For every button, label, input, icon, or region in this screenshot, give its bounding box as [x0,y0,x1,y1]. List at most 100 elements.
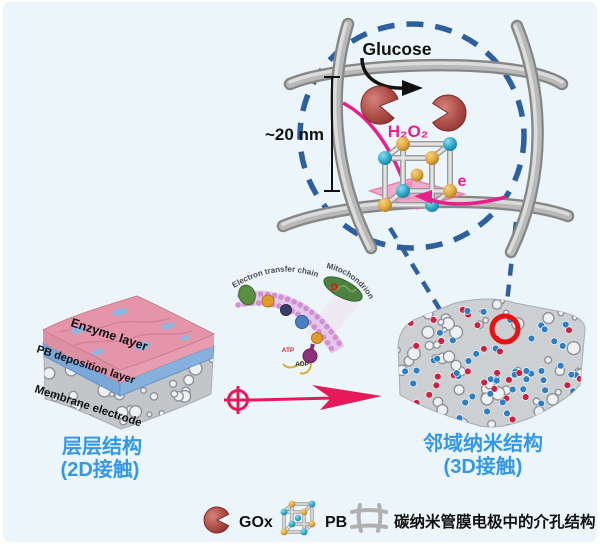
nanotube-right [504,19,544,259]
pb-dot [561,405,569,413]
pb-dot [409,379,417,388]
pore-speck [442,350,456,364]
layered-block: Enzyme layer PB deposition layer Membran… [33,295,216,430]
legend: GOx PB 碳纳米管膜电极中的介孔结 [203,500,596,536]
pb-dot [407,408,416,416]
gox-icon [203,506,230,534]
glucose-arrow [360,57,423,96]
pore-speck [441,326,448,333]
pore-speck [569,412,577,420]
enzyme-layer-front-left [43,330,120,383]
pb-dot [407,313,415,321]
adp-label: ADP [295,361,309,368]
pore-speck [142,423,151,429]
pb-dot [541,386,549,394]
pb-dot [412,366,421,375]
nanotube-top [283,58,569,91]
pore-speck [76,421,88,429]
pb-dot [407,308,415,316]
pore-speck [139,386,147,394]
gox-dot [508,415,517,424]
pb-dot [433,416,441,425]
pb-dot [558,413,567,421]
pb-dot [537,367,546,375]
pore-speck [128,405,143,419]
left-caption-title: 层层结构 [62,434,142,458]
gox-dot [505,376,513,384]
gox-dot [564,420,572,427]
pb-dot [493,377,501,385]
pore-speck [577,299,586,310]
pore-speck [450,359,462,371]
pore-speck [425,301,435,310]
pb-dot [569,387,577,395]
pore-speck [453,384,465,396]
enzyme-layer-top [41,295,216,371]
nano-block [397,298,586,428]
pore-speck [491,299,503,310]
pore-speck [444,419,452,427]
pb-dot [436,329,444,337]
pore-speck [208,426,213,429]
gox-dot [480,378,488,387]
pb-dot [453,369,461,377]
gox-dot [406,319,415,327]
atp-tail [299,362,312,375]
gox-dot [521,393,530,401]
left-caption-subtitle: (2D接触) [61,457,140,481]
nanotube-walls [276,17,575,259]
glucose-label: Glucose [362,39,431,59]
gox-dot [493,369,501,377]
electron-arrow [414,190,507,206]
pore-speck [411,408,418,415]
pore-speck [482,316,489,324]
pore-speck [203,405,211,414]
h2o2-label: H₂O₂ [388,122,429,141]
zoom-dashed-circle [297,21,527,251]
gox-dot [576,375,584,383]
pb-dot [567,371,576,379]
pore-speck [183,374,195,386]
cell-inset: Electron transfer chain Mitochondrion AT… [231,261,376,375]
pore-speck [174,426,183,429]
pore-speck [437,318,445,326]
gox-dot [563,381,572,389]
gox-dot [429,316,438,324]
pore-speck [400,321,407,328]
pore-speck [51,395,59,402]
pb-dot [479,308,488,316]
pore-speck [449,325,464,340]
pore-speck [69,423,83,429]
pore-speck [487,419,497,427]
pb-dot [561,320,570,329]
mitochondrion-body [323,276,363,302]
pore-speck [211,422,213,429]
nanotube-left [330,17,378,255]
enzyme-layer-detail [59,308,193,356]
gox-dot [480,345,488,353]
pb-dot [569,300,577,309]
pore-speck [60,410,67,417]
etc-complexes [238,284,323,375]
pb-dot [527,334,536,343]
gox-dot [432,381,441,390]
transform-arrow [224,385,382,414]
pb-dot [537,399,545,408]
gox-enzyme-left [360,85,399,125]
pb-dot [539,376,548,384]
pore-speck [170,389,179,398]
pb-dot [463,307,472,315]
gox-dot [496,347,504,356]
pb-dot [483,407,491,416]
pb-dot [522,367,531,375]
gox-dot [473,321,482,329]
gox-dot [543,410,551,419]
pb-dot [472,350,480,358]
pb-dot [401,367,409,375]
pore-speck [403,404,416,417]
gox-dot [568,414,576,422]
zoom-connector-right [502,221,519,321]
pore-icon [350,503,388,533]
